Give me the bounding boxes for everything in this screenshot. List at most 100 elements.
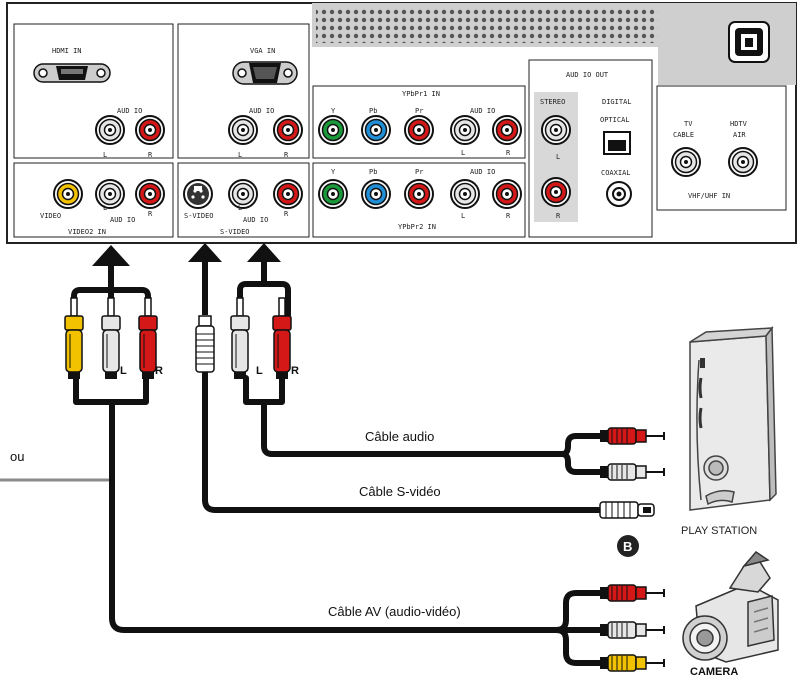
play-station-icon: [689, 325, 777, 511]
hdmi-audio-r-jack[interactable]: [135, 115, 165, 145]
cable-label: CABLE: [673, 131, 694, 139]
ypbpr1-audio-r-jack[interactable]: [492, 115, 522, 145]
hdtv-label: HDTV: [730, 120, 748, 128]
svideo-audio-r-jack[interactable]: [273, 179, 303, 209]
ypbpr2-y-label: Y: [331, 168, 336, 176]
video2-audio-l-jack[interactable]: [95, 179, 125, 209]
video2-red-plug: [138, 297, 158, 379]
rca-jacks: [53, 115, 758, 209]
arrows: [92, 243, 281, 315]
video2-video-jack[interactable]: [53, 179, 83, 209]
video2-white-plug: [101, 297, 121, 379]
svideo-audio-l-jack[interactable]: [228, 179, 258, 209]
vga-in-label: VGA IN: [250, 47, 275, 55]
svideo-cable-label: Câble S-vidéo: [359, 484, 441, 499]
svideo-cable: [202, 369, 605, 513]
badge-b: B: [617, 535, 639, 557]
ypbpr2-r-label: R: [506, 212, 511, 220]
tv-label: TV: [684, 120, 693, 128]
ypbpr1-pb-label: Pb: [369, 107, 377, 115]
ypbpr1-y-label: Y: [331, 107, 336, 115]
ypbpr2-l-label: L: [461, 212, 465, 220]
audio-out-section: [528, 59, 653, 238]
stereo-out-r-jack[interactable]: [541, 177, 571, 207]
hdtv-air-jack[interactable]: [728, 147, 758, 177]
ypbpr1-pr-jack[interactable]: [404, 115, 434, 145]
svideo-jack-label: S-VIDEO: [184, 212, 214, 220]
ypbpr2-audio-l-jack[interactable]: [450, 179, 480, 209]
ypbpr1-section: [312, 85, 526, 159]
svideo-section: [177, 162, 310, 238]
video2-audio-label: AUD IO: [110, 216, 135, 224]
hdmi-audio-l-jack[interactable]: [95, 115, 125, 145]
ypbpr2-pr-label: Pr: [415, 168, 423, 176]
vhf-uhf-label: VHF/UHF IN: [688, 192, 730, 200]
ypbpr2-pb-jack[interactable]: [361, 179, 391, 209]
video2-yellow-plug: [64, 297, 84, 379]
svg-text:B: B: [623, 539, 632, 554]
plugs: [64, 297, 665, 672]
hdmi-r-label: R: [148, 151, 153, 159]
ypbpr1-pb-jack[interactable]: [361, 115, 391, 145]
ypbpr1-r-label: R: [506, 149, 511, 157]
ypbpr1-audio-l-jack[interactable]: [450, 115, 480, 145]
audio-cable: [261, 399, 565, 457]
ypbpr1-in-label: YPbPr1 IN: [402, 90, 440, 98]
cables: [0, 281, 605, 666]
video2-r-label: R: [148, 210, 153, 218]
ypbpr1-pr-label: Pr: [415, 107, 423, 115]
video2-l-label: L: [103, 204, 107, 212]
arrow-up-icon: [92, 245, 130, 266]
video2-in-label: VIDEO2 IN: [68, 228, 106, 236]
ypbpr2-pr-jack[interactable]: [404, 179, 434, 209]
audio-plug-l-label: L: [256, 365, 263, 377]
power-socket-icon: [728, 21, 770, 63]
stereo-out-l-jack[interactable]: [541, 115, 571, 145]
ypbpr1-y-jack[interactable]: [318, 115, 348, 145]
ps-audio-white-plug: [600, 463, 665, 481]
cam-red-plug: [600, 584, 665, 602]
stereo-r-label: R: [556, 212, 561, 220]
stereo-l-label: L: [556, 153, 560, 161]
digital-label: DIGITAL: [602, 98, 632, 106]
vga-audio-r-jack[interactable]: [273, 115, 303, 145]
av-cable-label: Câble AV (audio-vidéo): [328, 604, 461, 619]
hdmi-port[interactable]: [33, 63, 111, 83]
vga-audio-l-jack[interactable]: [228, 115, 258, 145]
optical-label: OPTICAL: [600, 116, 630, 124]
ypbpr2-y-jack[interactable]: [318, 179, 348, 209]
ypbpr2-audio-label: AUD IO: [470, 168, 495, 176]
ypbpr1-l-label: L: [461, 149, 465, 157]
camera-label: CAMERA: [690, 666, 738, 675]
audio-white-plug: [230, 297, 250, 379]
ypbpr2-in-label: YPbPr2 IN: [398, 223, 436, 231]
playstation-label: PLAY STATION: [681, 525, 757, 537]
hdmi-audio-label: AUD IO: [117, 107, 142, 115]
coaxial-label: COAXIAL: [601, 169, 631, 177]
coaxial-jack[interactable]: [606, 181, 632, 207]
air-label: AIR: [733, 131, 746, 139]
audio-plug-r-label: R: [291, 365, 299, 377]
optical-port[interactable]: [603, 131, 631, 155]
vhf-uhf-section: [656, 85, 787, 211]
vga-l-label: L: [238, 151, 242, 159]
av-branch-yellow: [553, 627, 605, 666]
vga-port[interactable]: [232, 61, 298, 85]
tv-cable-jack[interactable]: [671, 147, 701, 177]
plug-r-label: R: [155, 365, 163, 377]
power-area: [658, 3, 796, 85]
vent-holes: [316, 7, 658, 43]
tv-back-panel: HDMI IN AUD IO L R VGA IN AUD IO L R YPb…: [6, 2, 797, 244]
ypbpr2-audio-r-jack[interactable]: [492, 179, 522, 209]
video2-audio-r-jack[interactable]: [135, 179, 165, 209]
svideo-section-label: S-VIDEO: [220, 228, 250, 236]
camera-icon: [682, 551, 779, 663]
vga-section: [177, 23, 310, 159]
ypbpr2-pb-label: Pb: [369, 168, 377, 176]
arrow-up-icon: [247, 243, 281, 262]
av-plug-bridge: [73, 375, 149, 405]
svideo-jack[interactable]: [183, 179, 213, 209]
svideo-l-label: L: [238, 204, 242, 212]
hdmi-in-label: HDMI IN: [52, 47, 82, 55]
video-label: VIDEO: [40, 212, 61, 220]
